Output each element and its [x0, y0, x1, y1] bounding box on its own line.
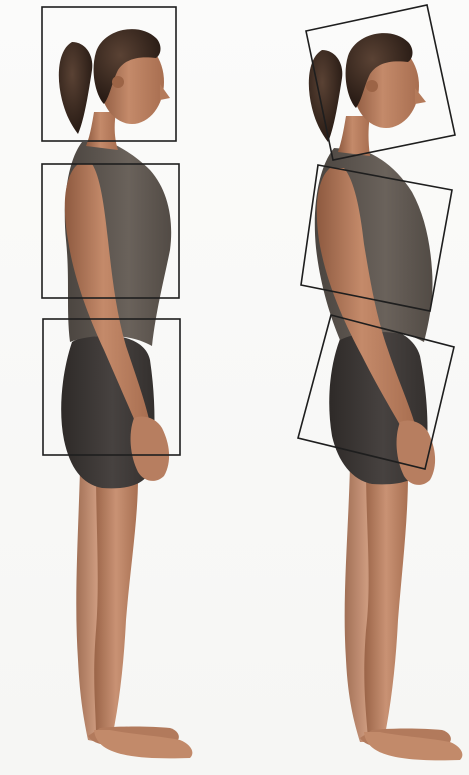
- right-figure-nose: [415, 88, 426, 104]
- right-figure-ear: [366, 80, 378, 92]
- figure-left-aligned: [42, 7, 192, 758]
- figure-right-misaligned: [298, 5, 462, 760]
- left-figure-ponytail: [59, 42, 92, 134]
- left-figure-nose: [160, 84, 170, 100]
- right-figure-neck: [338, 116, 370, 156]
- left-figure-neck: [86, 112, 118, 150]
- right-figure-front-leg: [364, 466, 408, 740]
- left-figure-ear: [112, 76, 124, 88]
- left-figure-front-leg: [94, 470, 138, 738]
